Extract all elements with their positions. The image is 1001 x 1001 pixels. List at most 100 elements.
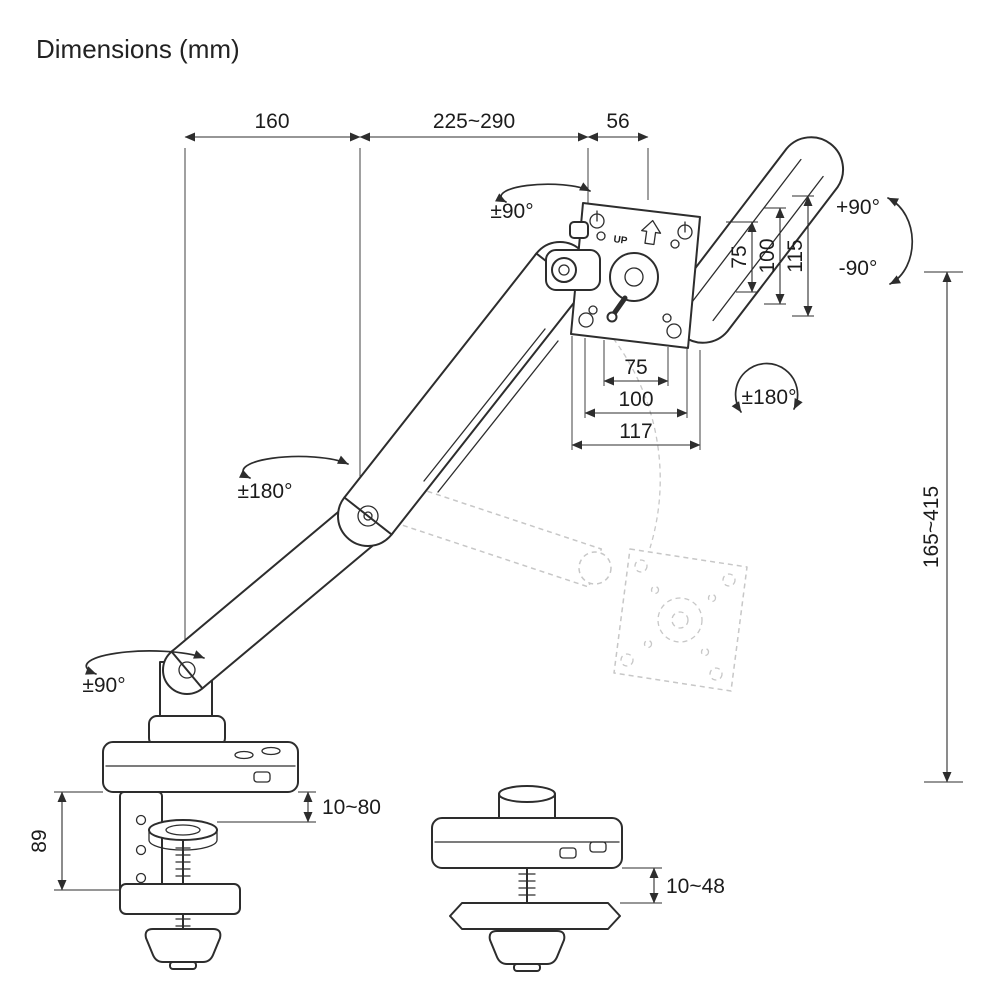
rotation-annotations: ±90° ±180° ±180° ±90°: [82, 182, 803, 697]
desk-plate: [102, 741, 299, 793]
bracket-rib: [690, 158, 802, 305]
ghost-head-joint: [578, 551, 612, 585]
ghost-vesa-plate: [613, 548, 748, 692]
clamp-hole: [135, 844, 147, 856]
head-swivel-label: ±90°: [490, 200, 533, 223]
head-pivot: [551, 257, 577, 283]
dim-117-label: 117: [619, 420, 652, 443]
spring-slot-line: [437, 340, 559, 493]
tilt-down-label: -90°: [839, 257, 878, 280]
clamp-hole: [135, 814, 147, 826]
bracket-dimensions: 75 100 115: [726, 195, 814, 317]
dim-b75-label: 75: [728, 245, 751, 268]
dim-75-label: 75: [624, 356, 647, 379]
ghost-hole: [707, 593, 717, 603]
ghost-screw-hole: [634, 559, 648, 573]
vesa-75-hole: [662, 313, 672, 323]
head-latch: [569, 221, 589, 239]
up-label: UP: [613, 234, 629, 247]
clamp-bar: [449, 902, 621, 930]
height-dimension: 165~415: [920, 271, 963, 783]
clamp-pad: [148, 819, 218, 841]
arm-swivel-arrow: [239, 455, 349, 479]
vesa-75-hole: [596, 231, 606, 241]
desk-clamp: [119, 791, 241, 970]
keyhole-slot: [596, 210, 686, 233]
vesa-screw-hole: [578, 312, 594, 328]
ext-lines: [620, 867, 662, 904]
elbow-bolt-inner: [363, 511, 373, 521]
vesa-rotate-arrow: [731, 362, 803, 413]
ext-lines: [54, 791, 120, 891]
dim-grommet-range-label: 10~48: [666, 875, 725, 898]
dim-56-label: 56: [606, 110, 629, 133]
elbow-bolt: [357, 505, 379, 527]
vesa-dimensions: 75 100 117: [571, 336, 701, 450]
arm-swivel-label: ±180°: [238, 480, 293, 503]
plate-button: [253, 771, 271, 783]
base-swivel-label: ±90°: [82, 674, 125, 697]
ghost-hole: [643, 639, 653, 649]
page-title: Dimensions (mm): [36, 34, 240, 64]
screw-threads: [175, 918, 191, 927]
plate-button: [559, 847, 577, 859]
clamp-knob: [488, 930, 566, 965]
clamp-knob-tip: [169, 961, 197, 970]
clamp-pad-inner: [165, 824, 201, 836]
ext-lines: [571, 336, 701, 450]
dim-height-label: 165~415: [920, 486, 943, 568]
tilt-up-label: +90°: [836, 196, 880, 219]
ghost-hole: [700, 647, 710, 657]
clamp-pad-side: [148, 829, 218, 851]
vesa-hub-inner: [624, 267, 644, 287]
screw-threads: [518, 873, 536, 896]
dim-100-label: 100: [618, 388, 653, 411]
vesa-75-hole: [588, 305, 598, 315]
ghost-hub: [657, 597, 703, 643]
vesa-hub: [609, 252, 659, 302]
ghost-screw-hole: [709, 667, 723, 681]
clamp-knob: [144, 928, 222, 963]
release-lever: [610, 295, 628, 318]
ghost-hole: [650, 585, 660, 595]
spring-slot-line: [423, 328, 546, 482]
up-arrow-icon: [641, 219, 662, 246]
dim-reach-label: 225~290: [433, 110, 515, 133]
post-stub-top: [498, 785, 556, 803]
clamp-knob-tip: [513, 963, 541, 972]
clamp-dimensions: 89 10~80: [28, 791, 381, 891]
base-swivel-arrow: [85, 650, 205, 675]
plate-slot: [261, 746, 281, 756]
joint-cap: [344, 497, 392, 535]
dim-b115-label: 115: [784, 239, 807, 272]
tilt-annotation: +90° -90°: [836, 196, 914, 285]
ext-lines: [217, 791, 316, 823]
clamp-hole: [135, 872, 147, 884]
ghost-screw-hole: [722, 573, 736, 587]
tilt-arrow: [887, 197, 914, 285]
clamp-variant: 10~48: [431, 785, 725, 972]
top-dimensions: 160 225~290 56: [184, 110, 649, 735]
screw-threads: [175, 847, 191, 877]
vesa-plate: UP: [545, 202, 701, 349]
release-lever-tip: [606, 311, 618, 323]
vesa-75-hole: [670, 239, 680, 249]
head-pivot-inner: [558, 264, 570, 276]
head-swivel-arrow: [495, 182, 591, 203]
ext-lines: [726, 195, 814, 317]
dim-desk-range-label: 10~80: [322, 796, 381, 819]
vesa-rotate-label: ±180°: [742, 386, 797, 409]
ghost-screw-hole: [620, 653, 634, 667]
clamp-plate: [431, 817, 623, 869]
ghost-arm: [356, 317, 748, 692]
ghost-hub-inner: [671, 611, 689, 629]
dim-89-label: 89: [28, 829, 51, 852]
plate-slot: [234, 750, 254, 760]
upper-arm-link: [343, 252, 585, 536]
dim-b100-label: 100: [756, 238, 779, 273]
dim-160-label: 160: [254, 110, 289, 133]
clamp-jaw: [119, 883, 241, 915]
plate-button: [589, 841, 607, 853]
